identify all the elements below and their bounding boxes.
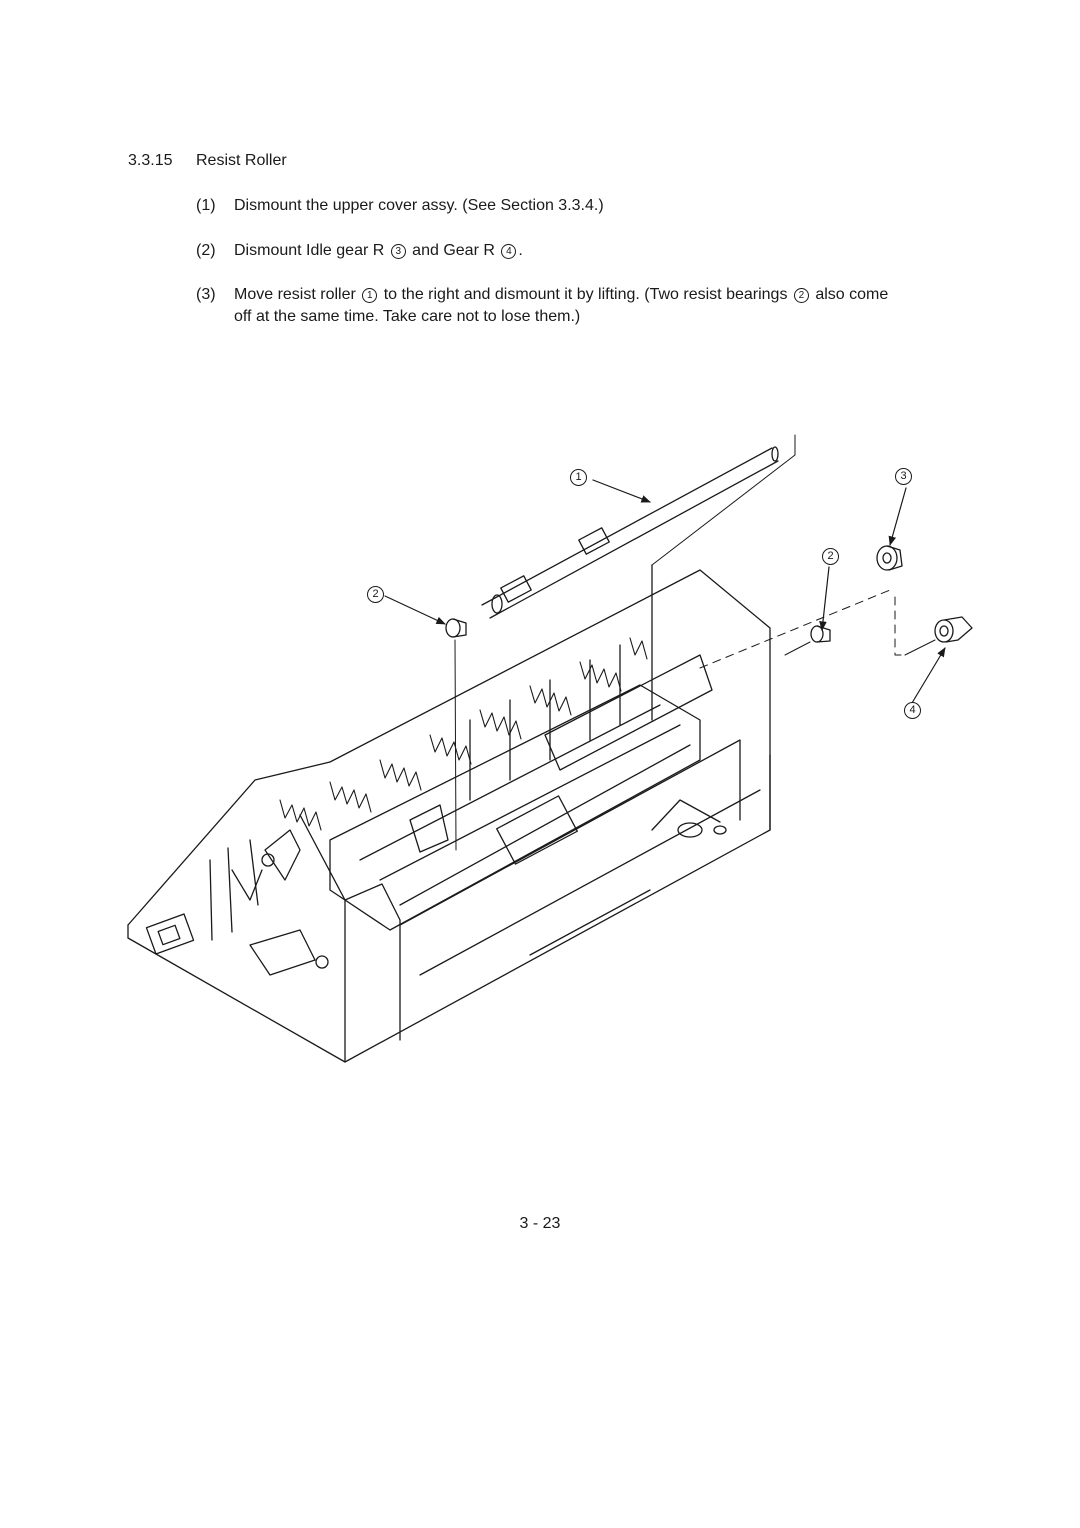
callout-idle-gear-r: 3 [895, 468, 912, 485]
page-number: 3 - 23 [519, 1215, 561, 1232]
step-text: and Gear R [407, 242, 500, 259]
step-text: Move resist roller [234, 286, 361, 303]
step-number: (1) [196, 197, 216, 214]
callout-resist-roller: 1 [570, 469, 587, 486]
step-3: (3) Move resist roller 1 to the right and… [196, 284, 888, 328]
step-2: (2) Dismount Idle gear R 3 and Gear R 4. [196, 240, 523, 262]
circled-ref: 2 [793, 288, 809, 303]
resist-roller [481, 446, 779, 619]
side-mechanism [145, 829, 329, 976]
step-number: (3) [196, 286, 216, 303]
assembly-lines [454, 434, 936, 851]
section-title: Resist Roller [196, 152, 287, 169]
step-text: Dismount the upper cover assy. (See Sect… [234, 197, 604, 214]
step-1: (1) Dismount the upper cover assy. (See S… [196, 195, 604, 217]
step-text-continued: off at the same time. Take care not to l… [234, 308, 581, 325]
circled-ref: 1 [362, 288, 378, 303]
step-number: (2) [196, 242, 216, 259]
roller-tray [329, 644, 727, 931]
circled-ref: 3 [390, 244, 406, 259]
callout-bearing-right: 2 [822, 548, 839, 565]
callout-gear-r: 4 [904, 702, 921, 719]
callout-leaders [384, 479, 946, 704]
circled-ref: 4 [501, 244, 517, 259]
step-text: to the right and dismount it by lifting.… [379, 286, 792, 303]
step-text: also come [810, 286, 889, 303]
step-text: Dismount Idle gear R [234, 242, 389, 259]
idle-gear-r [876, 545, 903, 571]
section-heading: 3.3.15 Resist Roller [128, 150, 287, 172]
step-text: . [518, 242, 523, 259]
gear-r [934, 616, 973, 643]
section-number: 3.3.15 [128, 152, 173, 169]
callout-bearing-left: 2 [367, 586, 384, 603]
paper-guide-ribs [279, 637, 648, 831]
